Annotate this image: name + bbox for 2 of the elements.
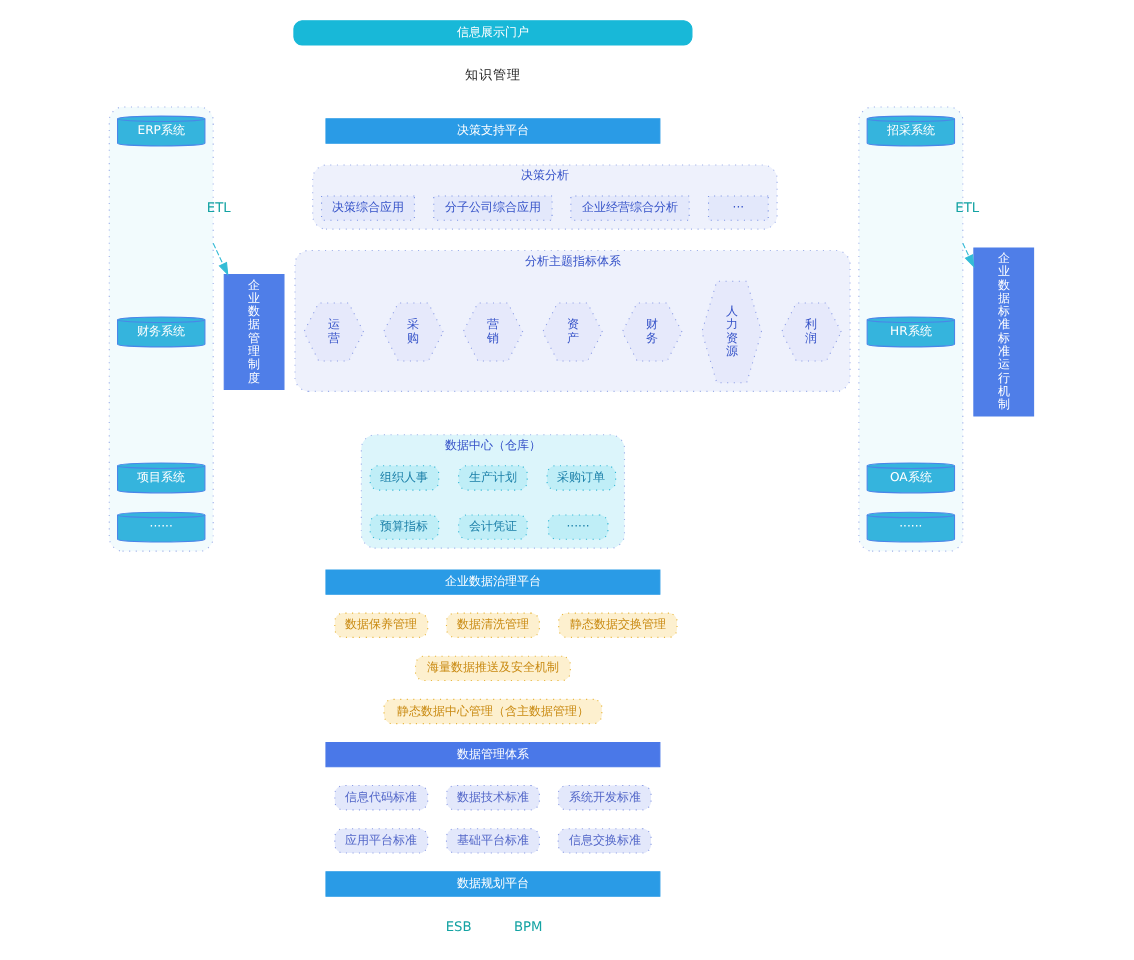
arrow: [212, 242, 229, 276]
arrow: [962, 242, 975, 269]
